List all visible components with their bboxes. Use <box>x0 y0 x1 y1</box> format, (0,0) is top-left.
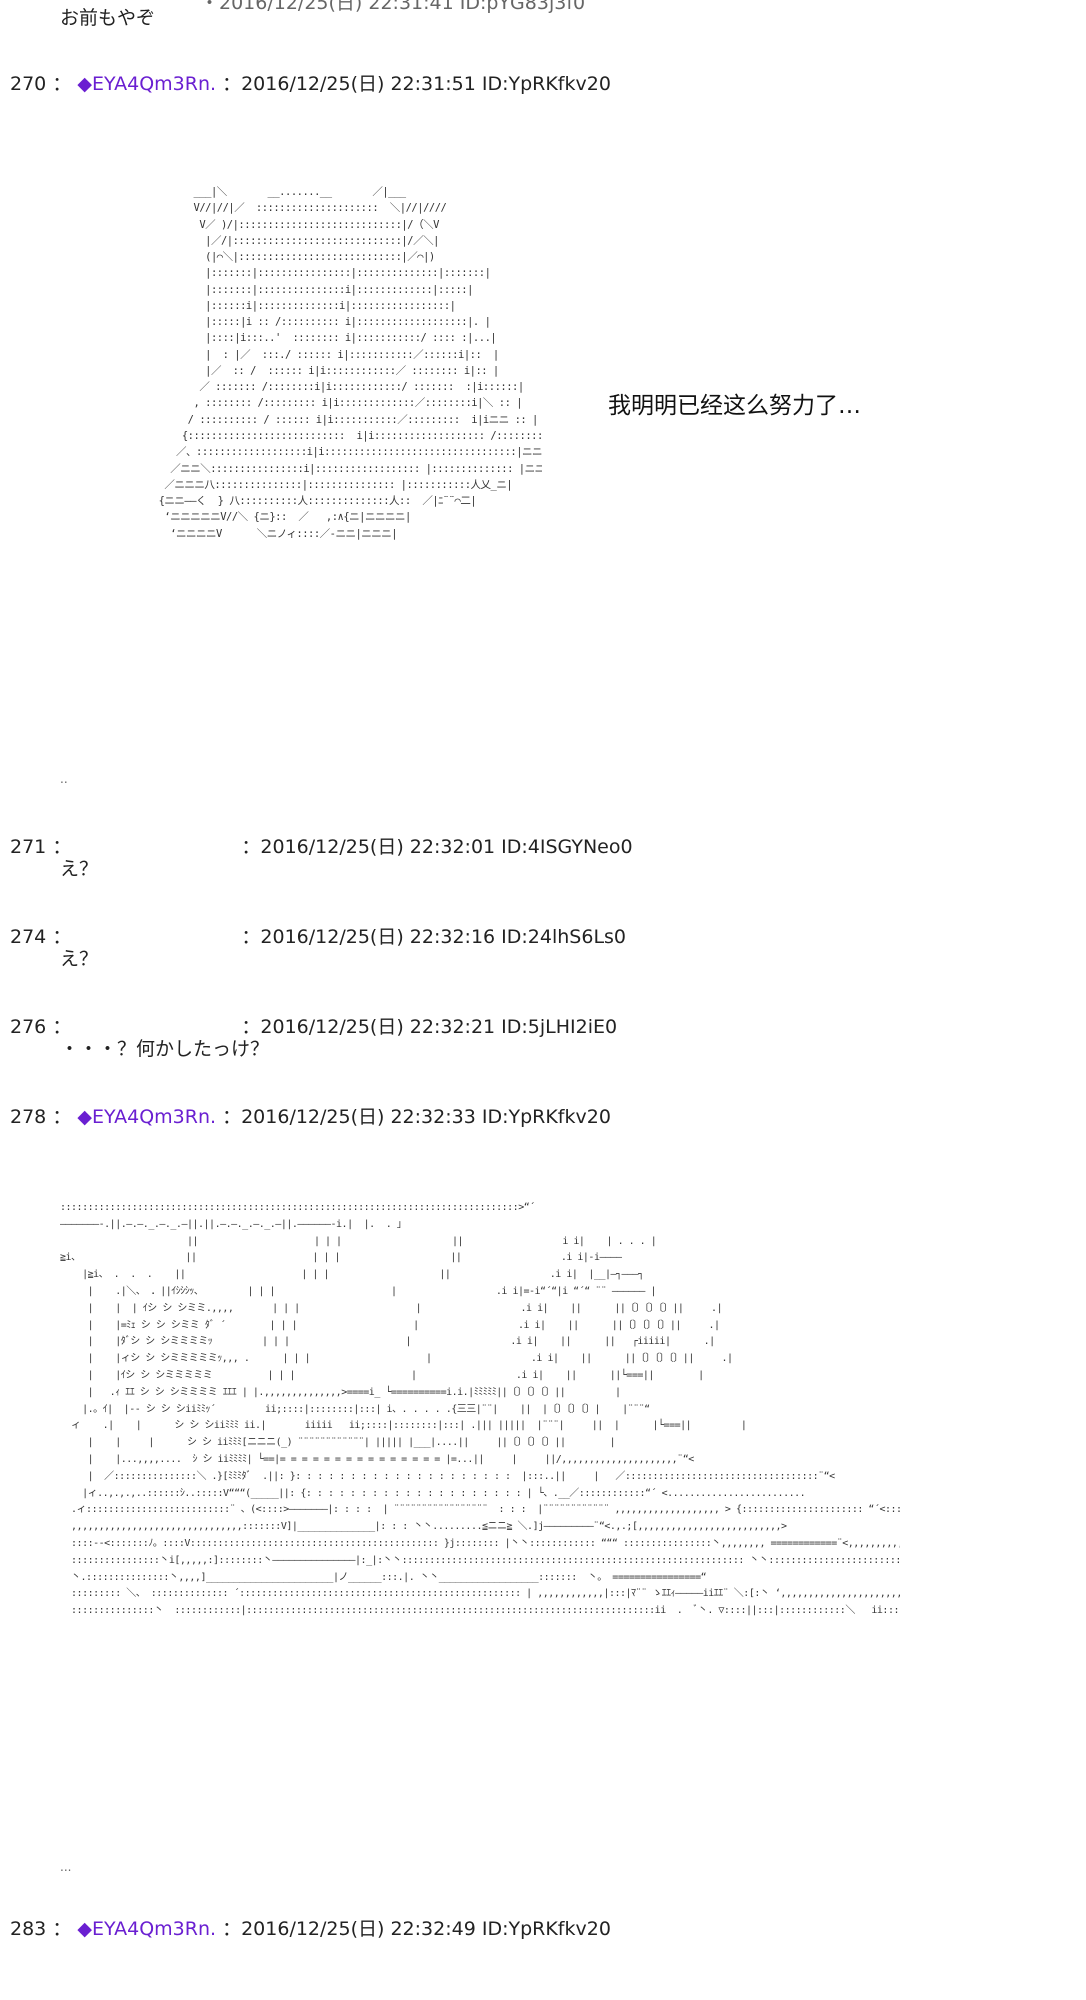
partial-post-meta: ・2016/12/25(日) 22:31:41 ID:pYG83j3f0 <box>200 0 586 14</box>
post-separator: ： <box>52 836 72 858</box>
post-number: 283 <box>10 1918 47 1940</box>
trailing-dots: .. <box>60 772 68 786</box>
post-number: 278 <box>10 1106 47 1128</box>
post-meta: ：2016/12/25(日) 22:32:33 ID:YpRKfkv20 <box>222 1106 611 1128</box>
post-separator: ： <box>52 1106 72 1128</box>
post-header-270: 270 ： ◆EYA4Qm3Rn. ：2016/12/25(日) 22:31:5… <box>10 73 611 95</box>
trailing-dots: ... <box>60 1860 72 1874</box>
post-separator: ： <box>52 1016 72 1038</box>
post-separator: ： <box>52 926 72 948</box>
poster-name[interactable]: ◆EYA4Qm3Rn. <box>77 73 217 95</box>
post-number: 271 <box>10 836 47 858</box>
ascii-art-scene: ::::::::::::::::::::::::::::::::::::::::… <box>60 1202 900 1617</box>
post-meta: ：2016/12/25(日) 22:32:16 ID:24lhS6Ls0 <box>241 926 627 948</box>
poster-name[interactable]: ◆EYA4Qm3Rn. <box>77 1918 217 1940</box>
post-body-276: ・・・？何かしたっけ？ <box>60 1038 270 1060</box>
partial-post-body: お前もやぞ <box>60 7 156 29</box>
post-meta: ：2016/12/25(日) 22:32:49 ID:YpRKfkv20 <box>222 1918 611 1940</box>
post-separator: ： <box>52 1918 72 1940</box>
ascii-art-character: ___|＼ __.......__ ／|___ V//|//|／ :::::::… <box>158 186 542 540</box>
post-header-283: 283 ： ◆EYA4Qm3Rn. ：2016/12/25(日) 22:32:4… <box>10 1918 611 1940</box>
poster-name[interactable]: ◆EYA4Qm3Rn. <box>77 1106 217 1128</box>
post-number: 270 <box>10 73 47 95</box>
post-header-274: 274 ： ：2016/12/25(日) 22:32:16 ID:24lhS6L… <box>10 926 626 948</box>
speech-text: 我明明已经这么努力了… <box>608 393 861 419</box>
post-header-271: 271 ： ：2016/12/25(日) 22:32:01 ID:4ISGYNe… <box>10 836 633 858</box>
post-body-271: え？ <box>60 858 99 880</box>
post-meta: ：2016/12/25(日) 22:32:01 ID:4ISGYNeo0 <box>241 836 633 858</box>
partial-post-header: ・2016/12/25(日) 22:31:41 ID:pYG83j3f0 <box>10 0 585 14</box>
post-header-276: 276 ： ：2016/12/25(日) 22:32:21 ID:5jLHI2i… <box>10 1016 617 1038</box>
post-number: 276 <box>10 1016 47 1038</box>
post-header-278: 278 ： ◆EYA4Qm3Rn. ：2016/12/25(日) 22:32:3… <box>10 1106 611 1128</box>
post-meta: ：2016/12/25(日) 22:32:21 ID:5jLHI2iE0 <box>241 1016 618 1038</box>
post-meta: ：2016/12/25(日) 22:31:51 ID:YpRKfkv20 <box>222 73 611 95</box>
post-body-274: え？ <box>60 948 99 970</box>
post-number: 274 <box>10 926 47 948</box>
post-separator: ： <box>52 73 72 95</box>
